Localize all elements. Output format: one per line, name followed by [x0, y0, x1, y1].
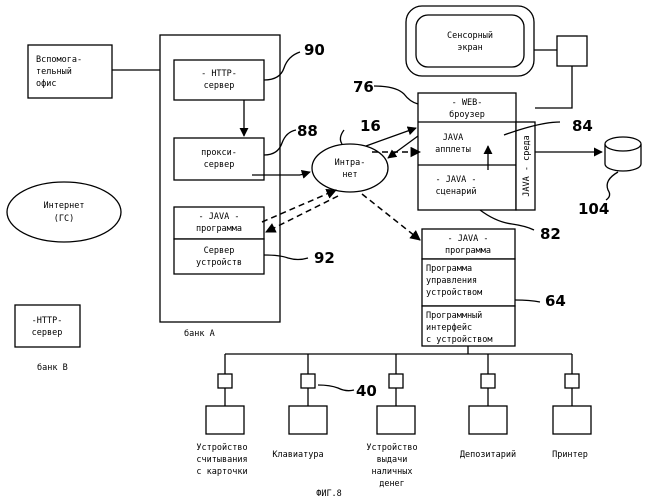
controller-to-client-link — [535, 66, 572, 108]
leader-76 — [374, 86, 418, 104]
keyboard-device — [289, 354, 327, 434]
leader-64 — [515, 300, 540, 302]
depository-label: Депозитарий — [460, 450, 516, 460]
back-office-label-3: офис — [36, 79, 56, 89]
http-server-b-label-2: сервер — [32, 328, 63, 338]
cash-dispenser-device — [377, 354, 415, 434]
proxy-to-intranet-arrow — [300, 172, 310, 175]
java-scripts-label-2: сценарий — [436, 187, 477, 197]
cash-dispenser-label-1: Устройство — [366, 443, 417, 453]
bank-b-label: банк В — [37, 362, 68, 373]
figure-caption: ФИГ.8 — [316, 489, 342, 499]
java-program-a-label-2: программа — [196, 224, 242, 234]
proxy-server-label-1: прокси- — [201, 148, 237, 158]
java-program-b-label-2: программа — [445, 246, 491, 256]
ref-76: 76 — [353, 78, 374, 96]
intranet-ellipse — [312, 144, 388, 192]
printer-device — [553, 354, 591, 434]
touch-screen-label-2: экран — [457, 43, 483, 53]
http-server-a-label-1: - HTTP- — [201, 69, 237, 79]
back-office-label-1: Вспомога- — [36, 55, 82, 65]
java-env-label: JAVA - среда — [522, 135, 532, 196]
leader-40 — [318, 385, 354, 391]
http-server-b-box — [15, 305, 80, 347]
intranet-label-1: Интра- — [335, 158, 366, 168]
http-server-a-label-2: сервер — [204, 81, 235, 91]
card-reader-device — [206, 354, 244, 434]
intranet-to-java-b-dashed — [362, 194, 420, 240]
device-mgmt-label-3: устройством — [426, 288, 482, 298]
device-api-label-2: интерфейс — [426, 323, 472, 333]
leader-82 — [480, 210, 534, 230]
leader-104 — [606, 172, 618, 200]
device-api-label-3: с устройством — [426, 335, 493, 345]
device-api-label-1: Программный — [426, 311, 482, 321]
bank-a-label: банк А — [184, 328, 215, 339]
cash-dispenser-label-4: денег — [379, 479, 405, 489]
card-reader-label-2: считывания — [196, 455, 247, 465]
printer-label: Принтер — [552, 450, 588, 460]
ref-40: 40 — [356, 382, 377, 400]
java-program-b-label-1: - JAVA - — [448, 234, 489, 244]
device-server-box — [174, 239, 264, 274]
web-browser-label-1: - WEB- — [452, 98, 483, 108]
ref-84: 84 — [572, 117, 593, 135]
leader-16 — [340, 130, 344, 144]
ref-16: 16 — [360, 117, 381, 135]
depository-device — [469, 354, 507, 434]
ref-88: 88 — [297, 122, 318, 140]
proxy-server-label-2: сервер — [204, 160, 235, 170]
database-cylinder-icon — [605, 137, 641, 171]
touch-screen-inner — [416, 15, 524, 67]
cash-dispenser-label-3: наличных — [372, 467, 413, 477]
device-server-label-2: устройств — [196, 258, 242, 268]
internet-label-2: (ГС) — [54, 214, 74, 224]
java-scripts-label-1: - JAVA - — [436, 175, 477, 185]
cash-dispenser-label-2: выдачи — [377, 455, 408, 465]
device-mgmt-label-1: Программа — [426, 264, 472, 274]
web-browser-label-2: броузер — [449, 109, 485, 120]
internet-label-1: Интернет — [44, 201, 85, 211]
touch-screen-label-1: Сенсорный — [447, 31, 493, 41]
java-program-a-label-1: - JAVA - — [199, 212, 240, 222]
http-server-a-box — [174, 60, 264, 100]
card-reader-label-1: Устройство — [196, 443, 247, 453]
proxy-server-box — [174, 138, 264, 180]
card-reader-label-3: с карточки — [196, 467, 247, 477]
device-mgmt-label-2: управления — [426, 276, 477, 286]
ref-92: 92 — [314, 249, 335, 267]
keyboard-label: Клавиатура — [272, 450, 323, 460]
touch-controller-box — [557, 36, 587, 66]
ref-64: 64 — [545, 292, 566, 310]
client-to-intranet-arrow — [388, 136, 418, 158]
device-server-label-1: Сервер — [204, 246, 235, 256]
internet-ellipse — [7, 182, 121, 242]
java-applets-label-2: апплеты — [435, 145, 471, 155]
back-office-label-2: тельный — [36, 67, 72, 77]
http-server-b-label-1: -HTTP- — [32, 316, 63, 326]
ref-90: 90 — [304, 41, 325, 59]
intranet-label-2: нет — [342, 170, 357, 180]
ref-104: 104 — [578, 200, 609, 218]
ref-82: 82 — [540, 225, 561, 243]
java-applets-label-1: JAVA — [443, 133, 463, 143]
